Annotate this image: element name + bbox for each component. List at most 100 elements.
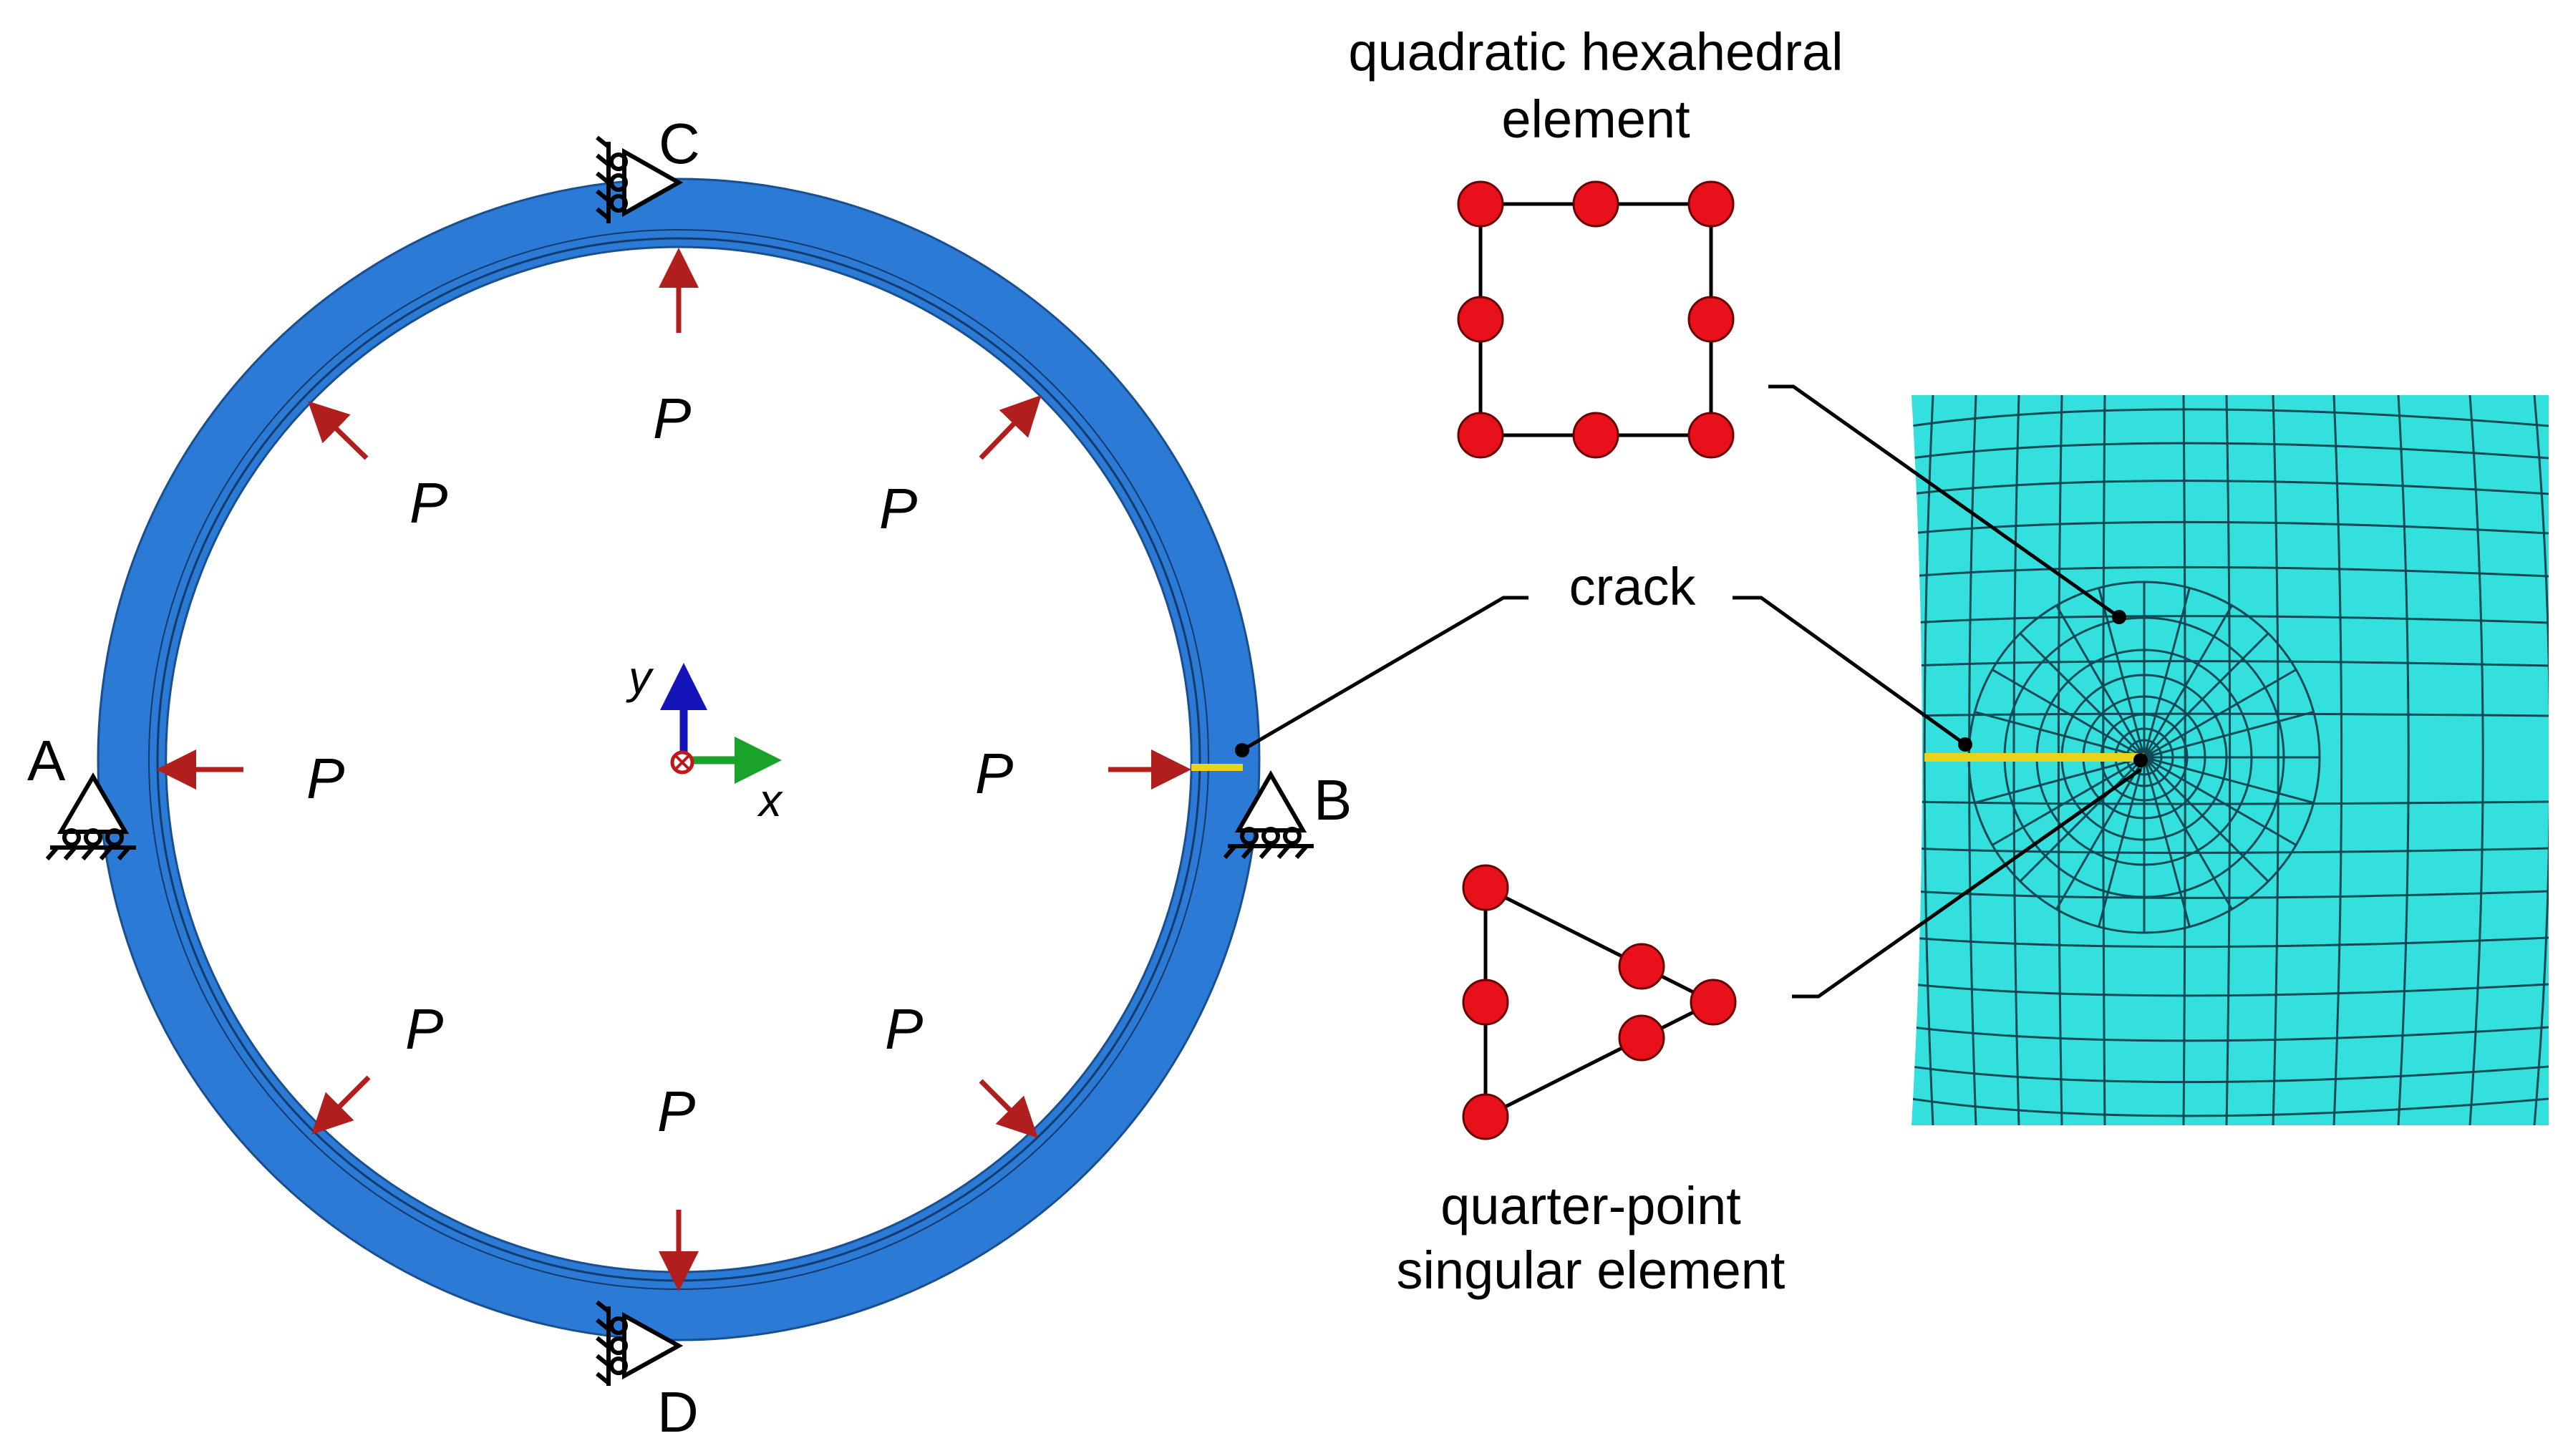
mesh-line (1912, 936, 2549, 948)
node-dot-icon (1462, 864, 1509, 911)
roller-support-icon (609, 152, 628, 171)
roller-support-icon (609, 1336, 628, 1355)
mesh-line (1912, 615, 2549, 624)
pressure-labels: P P P P P P P P (306, 387, 1013, 1143)
node-dot-icon (1457, 180, 1504, 228)
mesh-detail (1912, 395, 2549, 1125)
mesh-line (2468, 395, 2484, 1125)
mesh-spoke (2143, 632, 2269, 759)
crack-leader (1733, 596, 1967, 747)
mesh-line (1912, 890, 2549, 899)
mesh-line (2225, 395, 2232, 1125)
mesh-line (2332, 395, 2343, 1125)
pressure-label: P (879, 477, 917, 540)
mesh-line (2397, 395, 2410, 1125)
hex-element-title-line2: element (1501, 89, 1690, 149)
roller-support-icon (84, 828, 102, 847)
roller-support-icon (1261, 827, 1280, 845)
detail-leaders (1733, 384, 2148, 999)
node-dot-icon (1462, 1093, 1509, 1140)
node-dot-icon (1690, 979, 1737, 1026)
roller-support-icon (609, 173, 628, 192)
mesh-line (2182, 395, 2186, 1125)
pressure-arrow (307, 401, 369, 460)
hex-leader (1768, 384, 2121, 619)
mesh-line (1912, 847, 2549, 854)
roller-support-icon (105, 828, 124, 847)
pressure-label: P (653, 387, 691, 450)
node-dot-icon (1687, 180, 1735, 228)
mesh-line (2533, 395, 2549, 1125)
node-dot-icon (1618, 943, 1665, 990)
pressure-arrows (156, 248, 1191, 1291)
node-dot-icon (1572, 180, 1619, 228)
singular-element: quarter-point singular element (1397, 864, 1786, 1300)
mesh-spoke (2143, 757, 2233, 910)
node-dot-icon (1457, 412, 1504, 459)
hex-element-title-line1: quadratic hexahedral (1348, 22, 1843, 82)
mesh-line (1912, 800, 2549, 805)
support-b: B (1223, 768, 1352, 859)
mesh-line (1912, 480, 2549, 495)
node-dot-icon (1572, 412, 1619, 459)
mesh-line (1912, 408, 2549, 427)
mesh-grid (1912, 395, 2549, 1125)
roller-support-icon (1240, 827, 1259, 845)
pressure-label: P (975, 742, 1013, 805)
pressure-label: P (306, 747, 344, 810)
mesh-spoke (1992, 756, 2145, 846)
mesh-spoke (2143, 756, 2297, 846)
pressure-arrow (979, 394, 1042, 460)
support-c: C (596, 112, 700, 223)
node-dot-icon (1687, 296, 1735, 343)
mesh-line (2272, 395, 2279, 1125)
singular-element-title-line1: quarter-point (1440, 1176, 1741, 1236)
mesh-spoke (2055, 757, 2146, 910)
crack-label: crack (1569, 557, 1697, 616)
mesh-spoke (2019, 632, 2146, 759)
mesh-spoke (2019, 756, 2146, 883)
pressure-label: P (885, 997, 923, 1061)
node-dot-icon (1618, 1014, 1665, 1062)
mesh-line (1912, 566, 2549, 578)
node-dot-icon (1457, 296, 1504, 343)
singular-element-edges (1483, 884, 1717, 1120)
support-a: A (27, 729, 136, 860)
hex-element: quadratic hexahedral element (1348, 22, 1843, 459)
mesh-line (1912, 1097, 2549, 1117)
pressure-label: P (405, 997, 443, 1061)
mesh-line (1912, 1026, 2549, 1042)
roller-support-icon (1283, 827, 1302, 845)
mesh-line (1912, 520, 2549, 535)
mesh-line (1912, 442, 2549, 460)
pressure-label: P (410, 471, 447, 535)
axis-triad-icon: y x (626, 651, 783, 826)
ring-crack-leader (1235, 596, 1528, 757)
support-b-label: B (1314, 768, 1352, 832)
roller-support-icon (609, 1316, 628, 1335)
roller-support-icon (62, 828, 81, 847)
axis-x-label: x (757, 775, 783, 826)
support-d: D (596, 1300, 699, 1444)
mesh-line (1912, 1065, 2549, 1084)
node-dot-icon (1687, 412, 1735, 459)
mesh-spoke (2098, 757, 2146, 928)
pressure-label: P (657, 1079, 695, 1143)
axis-y-label: y (626, 651, 654, 703)
mesh-line (1912, 983, 2549, 997)
node-dot-icon (1462, 979, 1509, 1026)
mesh-spoke (2143, 756, 2269, 883)
roller-support-icon (609, 1356, 628, 1375)
singular-element-title-line2: singular element (1397, 1241, 1786, 1300)
mesh-line (1912, 660, 2549, 667)
support-c-label: C (659, 112, 700, 175)
hex-element-edges (1478, 202, 1713, 437)
support-a-label: A (27, 729, 66, 792)
mesh-spoke (2055, 605, 2146, 758)
singular-leader (1792, 767, 2142, 999)
roller-support-icon (609, 194, 628, 213)
pressure-arrow (979, 1079, 1038, 1138)
pressure-arrow (311, 1075, 371, 1135)
mesh-line (1912, 712, 2549, 717)
